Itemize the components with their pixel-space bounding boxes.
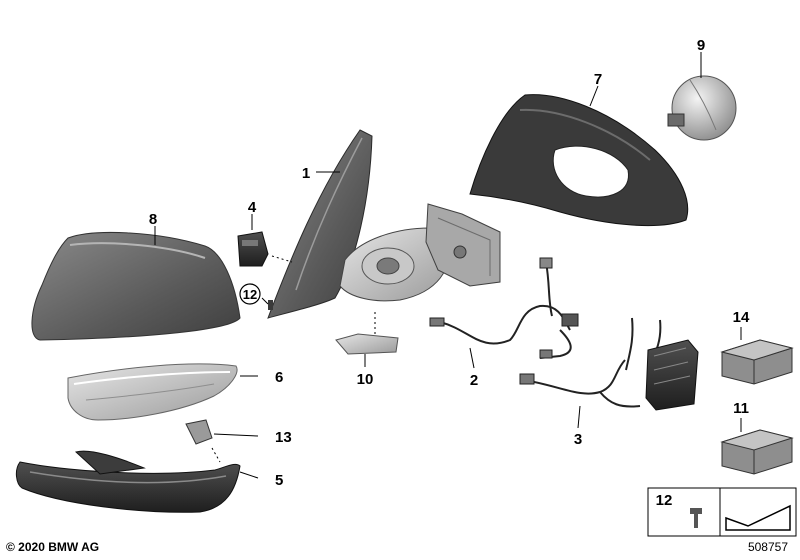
callout-14: 14 xyxy=(733,309,750,326)
callout-5: 5 xyxy=(275,472,283,489)
lower-trim-part xyxy=(15,450,241,513)
callout-13: 13 xyxy=(275,429,292,446)
copyright-text: © 2020 BMW AG xyxy=(6,540,100,554)
mirror-frame-part xyxy=(469,94,689,226)
callout-3: 3 xyxy=(574,431,582,448)
box-part-11 xyxy=(720,429,794,475)
callout-4: 4 xyxy=(248,199,257,216)
wiring-harness-3-part xyxy=(519,317,699,411)
screw-part xyxy=(268,300,273,310)
callout-12-box: 12 xyxy=(656,492,673,509)
callout-10: 10 xyxy=(357,371,374,388)
callout-7: 7 xyxy=(594,71,602,88)
box-part-14 xyxy=(720,339,794,385)
callout-12-circle: 12 xyxy=(239,283,261,305)
callout-6: 6 xyxy=(275,369,283,386)
wiring-harness-2-part xyxy=(429,257,579,359)
callout-8: 8 xyxy=(149,211,157,228)
mirror-cap-part xyxy=(31,232,241,341)
callout-9: 9 xyxy=(697,37,705,54)
callout-1: 1 xyxy=(302,165,310,182)
lamp-part xyxy=(667,75,737,141)
bulb-holder-part xyxy=(185,419,213,445)
connector-part xyxy=(237,231,269,267)
mirror-housing-part xyxy=(267,129,501,319)
callout-12-circle-text: 12 xyxy=(243,287,257,302)
cover-plate-part xyxy=(335,333,399,355)
screw-legend-box xyxy=(647,487,797,537)
turn-signal-part xyxy=(67,363,238,421)
diagram-number: 508757 xyxy=(747,540,788,554)
callout-2: 2 xyxy=(470,372,478,389)
callout-11: 11 xyxy=(733,400,749,417)
leader-lines xyxy=(154,52,742,479)
